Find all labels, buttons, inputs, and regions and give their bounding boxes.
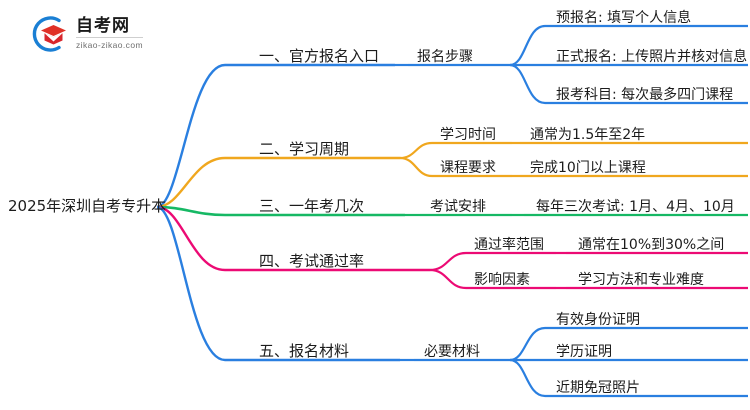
site-logo: 自考网 zikao-zikao.com bbox=[28, 12, 178, 56]
edge-branch4-sub2 bbox=[429, 268, 467, 290]
leaf-node-2-1-1[interactable]: 通常为1.5年至2年 bbox=[530, 127, 646, 143]
branch-node-2[interactable]: 二、学习周期 bbox=[259, 140, 350, 158]
edge-root-branch-5 bbox=[156, 205, 226, 362]
leaf-node-3-1-1[interactable]: 每年三次考试: 1月、4月、10月 bbox=[536, 199, 735, 215]
edge-root-branch-2 bbox=[156, 156, 226, 209]
graduation-cap-icon bbox=[28, 13, 70, 55]
sub-node-2-1[interactable]: 学习时间 bbox=[440, 127, 496, 143]
sub-node-4-1[interactable]: 通过率范围 bbox=[474, 237, 544, 253]
leaf-node-1-1-3[interactable]: 报考科目: 每次最多四门课程 bbox=[556, 87, 734, 103]
edge-sub5-leaf1 bbox=[509, 326, 546, 362]
edge-root-branch-4 bbox=[156, 205, 226, 272]
branch-node-3[interactable]: 三、一年考几次 bbox=[259, 197, 365, 215]
logo-url: zikao-zikao.com bbox=[76, 40, 143, 51]
branch-node-4[interactable]: 四、考试通过率 bbox=[259, 252, 365, 270]
leaf-node-2-2-1[interactable]: 完成10门以上课程 bbox=[530, 160, 646, 176]
sub-node-4-2[interactable]: 影响因素 bbox=[474, 272, 530, 288]
leaf-node-1-1-1[interactable]: 预报名: 填写个人信息 bbox=[556, 10, 692, 26]
leaf-node-5-1-3[interactable]: 近期免冠照片 bbox=[556, 380, 640, 396]
edge-sub1-leaf1 bbox=[509, 24, 546, 67]
edge-branch2-sub1 bbox=[399, 141, 433, 160]
sub-node-3-1[interactable]: 考试安排 bbox=[430, 199, 486, 215]
edge-sub5-leaf3 bbox=[509, 358, 546, 398]
sub-node-5-1[interactable]: 必要材料 bbox=[424, 344, 480, 360]
sub-node-2-2[interactable]: 课程要求 bbox=[440, 160, 496, 176]
edge-sub1-leaf3 bbox=[509, 63, 546, 105]
logo-text: 自考网 zikao-zikao.com bbox=[76, 18, 143, 50]
branch-node-5[interactable]: 五、报名材料 bbox=[259, 342, 350, 360]
edge-root-branch-1 bbox=[156, 63, 226, 209]
leaf-node-1-1-2[interactable]: 正式报名: 上传照片并核对信息 bbox=[556, 49, 748, 65]
leaf-node-5-1-1[interactable]: 有效身份证明 bbox=[556, 312, 640, 328]
edge-branch4-sub1 bbox=[429, 251, 467, 272]
logo-name: 自考网 bbox=[76, 18, 143, 39]
edge-root-branch-3 bbox=[156, 205, 226, 217]
sub-node-1-1[interactable]: 报名步骤 bbox=[417, 49, 473, 65]
edge-branch2-sub2 bbox=[399, 156, 433, 178]
leaf-node-4-1-1[interactable]: 通常在10%到30%之间 bbox=[578, 237, 725, 253]
root-node[interactable]: 2025年深圳自考专升本 bbox=[8, 197, 167, 215]
leaf-node-4-2-1[interactable]: 学习方法和专业难度 bbox=[578, 272, 704, 288]
branch-node-1[interactable]: 一、官方报名入口 bbox=[259, 47, 380, 65]
leaf-node-5-1-2[interactable]: 学历证明 bbox=[556, 344, 612, 360]
